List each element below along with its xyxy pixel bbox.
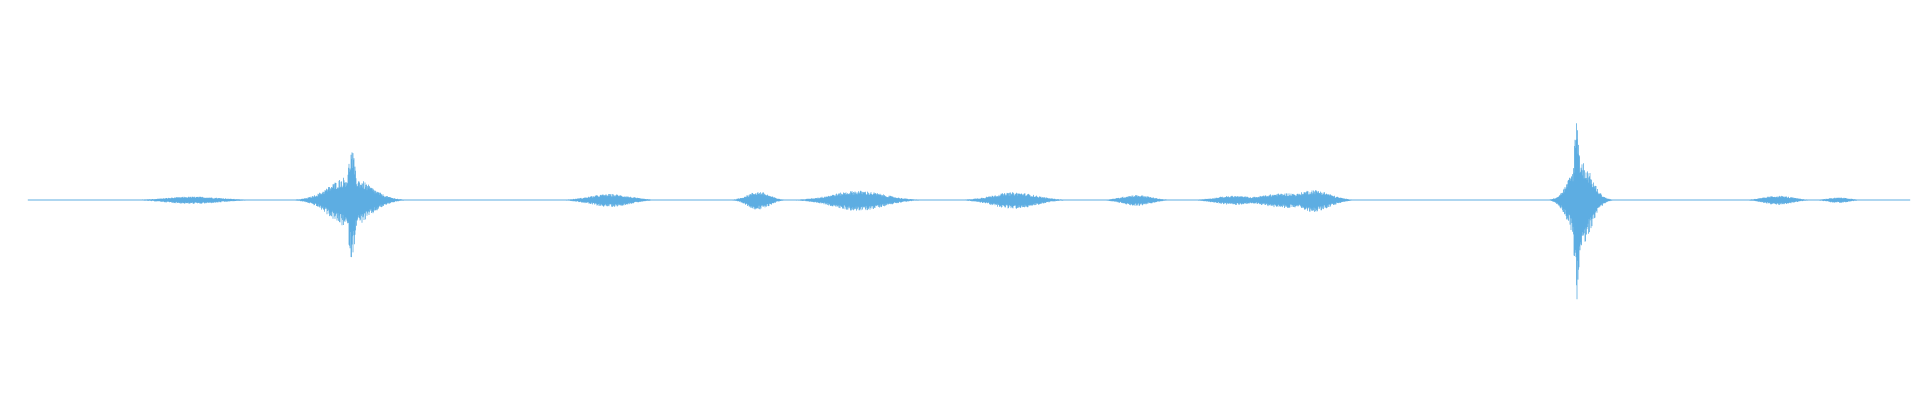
- waveform-trace: [27, 123, 1911, 300]
